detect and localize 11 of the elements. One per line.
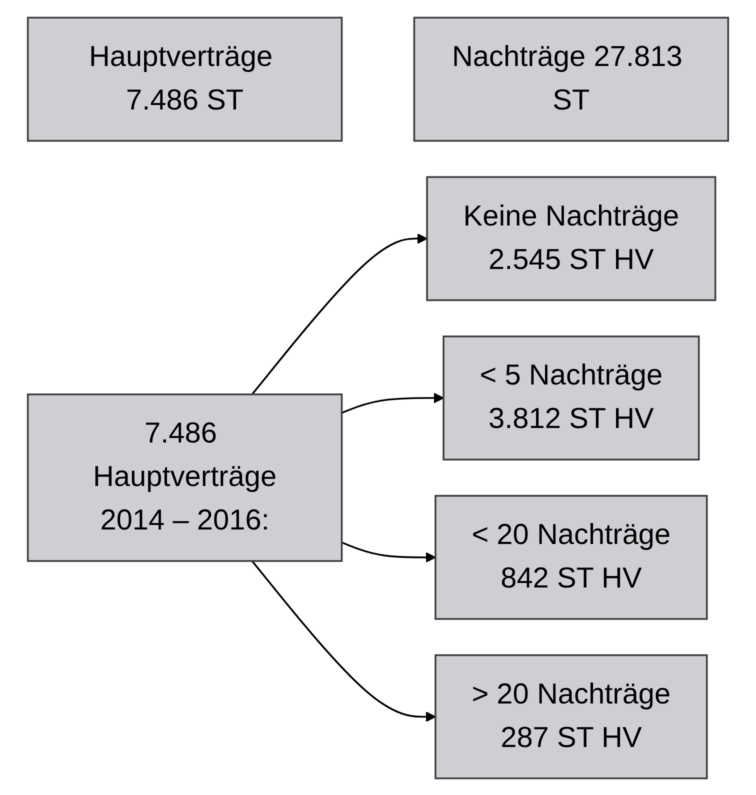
arrow xyxy=(341,541,436,562)
node-box: Nachträge 27.813 ST xyxy=(413,16,730,142)
node-box: Hauptverträge 7.486 ST xyxy=(26,16,343,142)
node-box: < 20 Nachträge 842 ST HV xyxy=(434,494,708,620)
node-box: Keine Nachträge 2.545 ST HV xyxy=(426,176,716,301)
arrow xyxy=(251,560,436,722)
arrow xyxy=(341,392,444,414)
node-box: > 20 Nachträge 287 ST HV xyxy=(434,654,708,779)
node-box: < 5 Nachträge 3.812 ST HV xyxy=(442,335,700,460)
arrow xyxy=(251,232,428,394)
node-box: 7.486 Hauptverträge 2014 – 2016: xyxy=(26,392,343,562)
